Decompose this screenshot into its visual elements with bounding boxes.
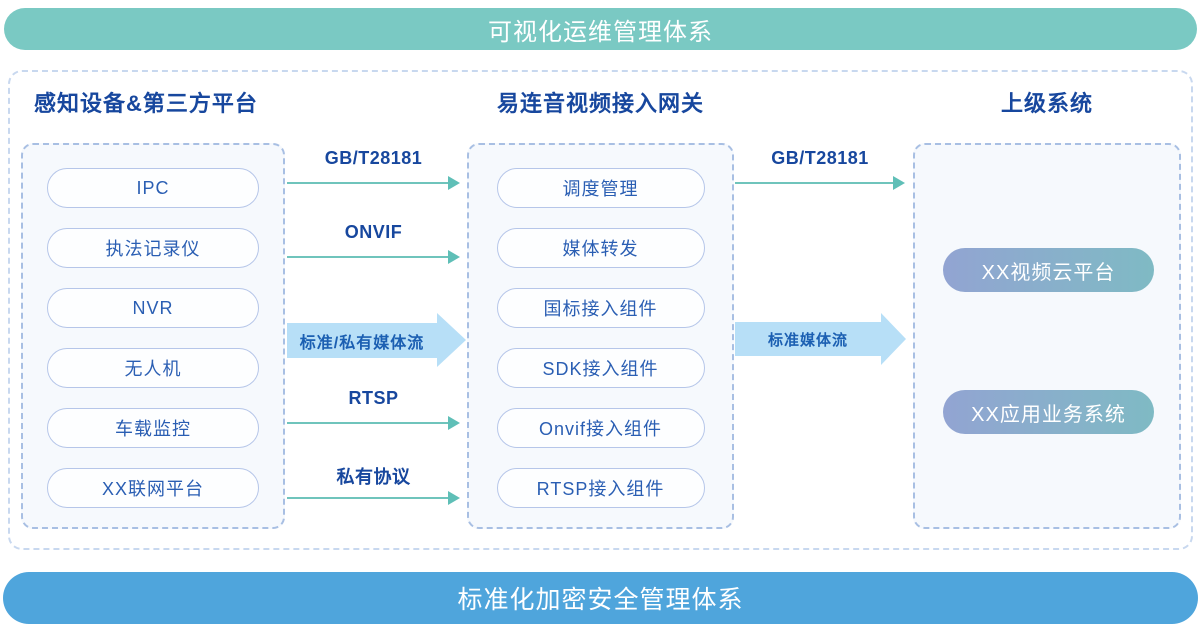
arrow-head-icon	[448, 491, 460, 505]
device-node: 车载监控	[47, 408, 259, 448]
arrow-head-icon	[448, 416, 460, 430]
arrow-private-protocol	[287, 497, 448, 499]
column-title-upper: 上级系统	[1000, 91, 1093, 116]
upper-system-node: XX应用业务系统	[943, 390, 1154, 434]
arrow-gbt28181-right	[735, 182, 893, 184]
flow-arrow-head-icon	[437, 313, 466, 367]
arrow-gbt28181	[287, 182, 448, 184]
gateway-node: 调度管理	[496, 168, 705, 208]
flow-arrow-media-left: 标准/私有媒体流	[287, 323, 437, 358]
column-title-gateway: 易连音视频接入网关	[496, 91, 704, 116]
gateway-node: SDK接入组件	[496, 348, 705, 388]
arrow-label-gbt28181: GB/T28181	[324, 148, 423, 168]
arrow-rtsp	[287, 422, 448, 424]
upper-system-node: XX视频云平台	[943, 248, 1154, 292]
device-node: NVR	[47, 288, 259, 328]
arrow-head-icon	[448, 176, 460, 190]
arrow-label-rtsp: RTSP	[348, 388, 399, 408]
arrow-label-onvif: ONVIF	[344, 222, 403, 242]
upper-group-box: XX视频云平台 XX应用业务系统	[913, 143, 1181, 529]
bottom-banner: 标准化加密安全管理体系	[3, 572, 1198, 624]
gateway-node: Onvif接入组件	[496, 408, 705, 448]
device-node: 无人机	[47, 348, 259, 388]
column-title-devices: 感知设备&第三方平台	[34, 91, 258, 116]
gateway-node: 媒体转发	[496, 228, 705, 268]
device-node: 执法记录仪	[47, 228, 259, 268]
arrow-label-gbt28181-right: GB/T28181	[771, 148, 869, 168]
gateway-node: 国标接入组件	[496, 288, 705, 328]
device-node: IPC	[47, 168, 259, 208]
top-banner: 可视化运维管理体系	[4, 8, 1197, 50]
gateway-group-box: 调度管理 媒体转发 国标接入组件 SDK接入组件 Onvif接入组件 RTSP接…	[467, 143, 734, 529]
gateway-node: RTSP接入组件	[496, 468, 705, 508]
flow-arrow-head-icon	[881, 313, 906, 365]
device-node: XX联网平台	[47, 468, 259, 508]
devices-group-box: IPC 执法记录仪 NVR 无人机 车载监控 XX联网平台	[21, 143, 285, 529]
flow-arrow-media-right: 标准媒体流	[735, 322, 881, 356]
arrow-onvif	[287, 256, 448, 258]
arrow-label-private-protocol: 私有协议	[336, 467, 411, 487]
arrow-head-icon	[448, 250, 460, 264]
arrow-head-icon	[893, 176, 905, 190]
